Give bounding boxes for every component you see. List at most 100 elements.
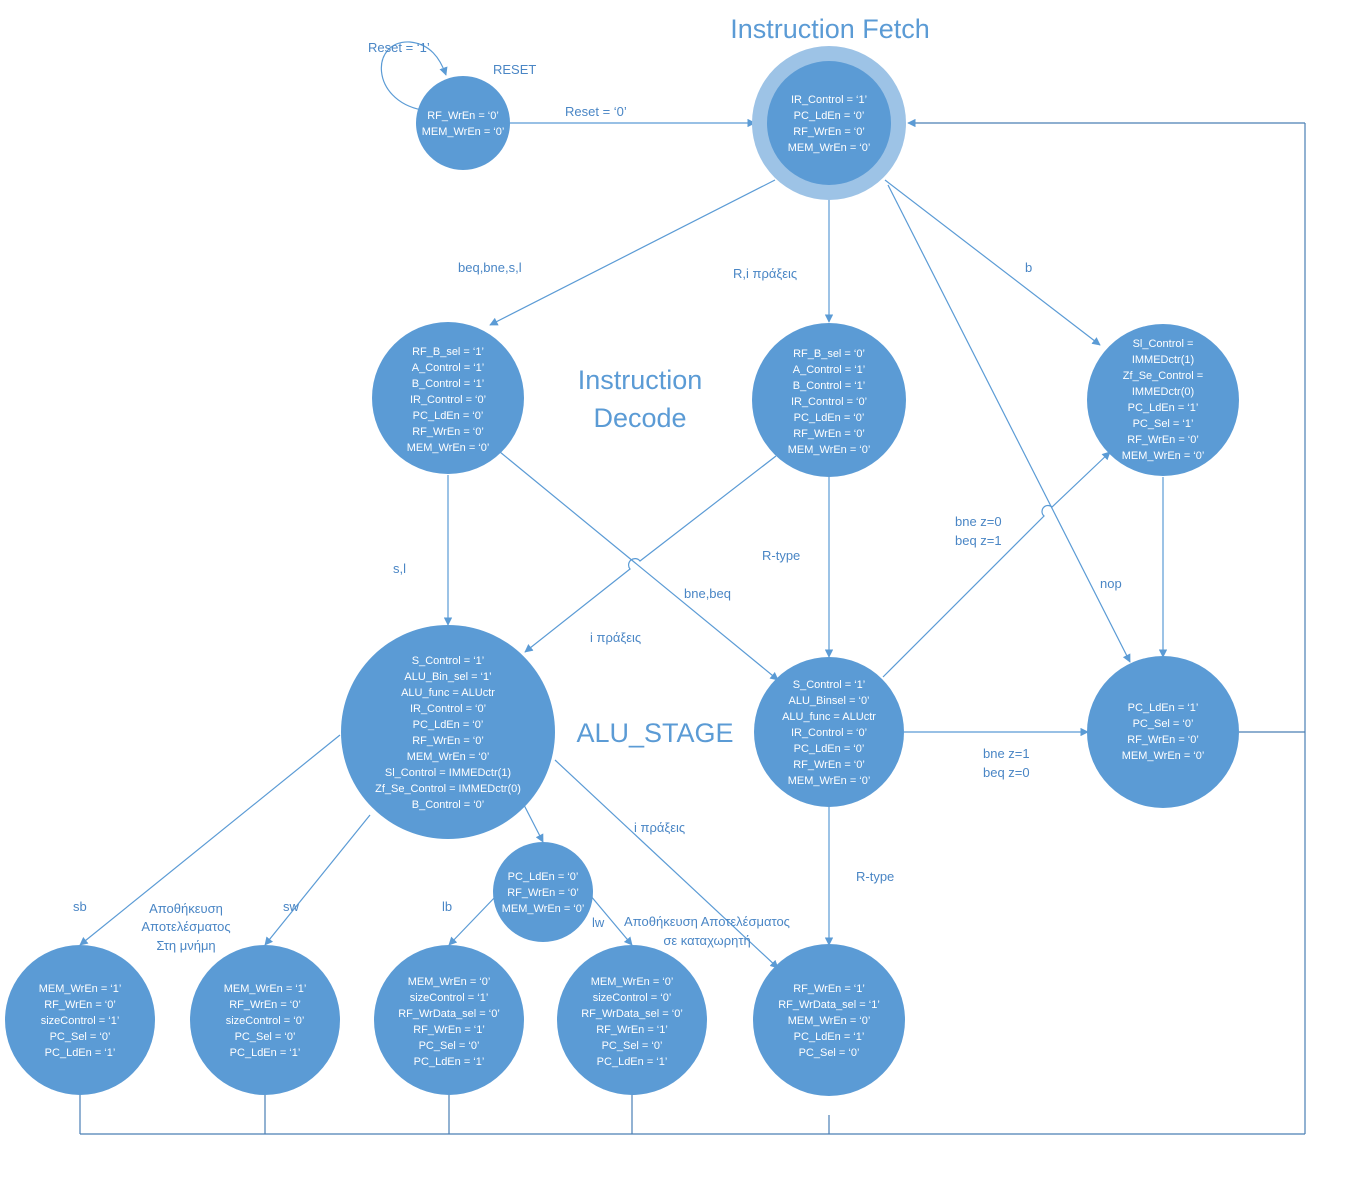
state-line: B_Control = ‘1’ <box>412 378 484 390</box>
alur-to-next-label-2: beq z=0 <box>983 765 1030 780</box>
state-line: PC_LdEn = ‘1’ <box>230 1047 301 1059</box>
state-line: RF_WrEn = ‘1’ <box>413 1024 485 1036</box>
state-line: IR_Control = ‘1’ <box>791 94 867 106</box>
branch-to-alu-label: s,l <box>393 561 406 576</box>
store-mem-label-1: Αποθήκευση <box>149 901 223 916</box>
state-line: Zf_Se_Control = <box>1123 370 1203 382</box>
state-line: PC_Sel = ‘0’ <box>602 1040 663 1052</box>
lb-label: lb <box>442 899 452 914</box>
transitions <box>79 41 1168 969</box>
state-branch-b: Sl_Control = IMMEDctr(1) Zf_Se_Control =… <box>1087 324 1239 476</box>
state-alu-r: S_Control = ‘1’ ALU_Binsel = ‘0’ ALU_fun… <box>754 657 904 807</box>
state-decode-ri: RF_B_sel = ‘0’ A_Control = ‘1’ B_Control… <box>752 323 906 477</box>
state-fetch: IR_Control = ‘1’ PC_LdEn = ‘0’ RF_WrEn =… <box>752 46 906 200</box>
state-load-wait: PC_LdEn = ‘0’ RF_WrEn = ‘0’ MEM_WrEn = ‘… <box>493 842 593 942</box>
state-line: PC_LdEn = ‘0’ <box>413 719 484 731</box>
state-line: MEM_WrEn = ‘0’ <box>407 751 490 763</box>
state-line: MEM_WrEn = ‘0’ <box>407 442 490 454</box>
state-line: RF_B_sel = ‘0’ <box>793 348 865 360</box>
state-alu-mem: S_Control = ‘1’ ALU_Bin_sel = ‘1’ ALU_fu… <box>341 625 555 839</box>
state-line: PC_LdEn = ‘1’ <box>794 1031 865 1043</box>
state-line: RF_WrEn = ‘0’ <box>507 887 579 899</box>
instruction-decode-title-line2: Decode <box>593 403 686 433</box>
instruction-decode-title-line1: Instruction <box>578 365 703 395</box>
store-reg-label-1: Αποθήκευση Αποτελέσματος <box>624 914 790 929</box>
state-line: RF_WrEn = ‘0’ <box>412 735 484 747</box>
state-line: MEM_WrEn = ‘1’ <box>224 983 307 995</box>
state-line: Zf_Se_Control = IMMEDctr(0) <box>375 783 521 795</box>
store-reg-label-2: σε καταχωρητή <box>663 933 750 948</box>
state-line: PC_LdEn = ‘0’ <box>413 410 484 422</box>
reset-state-name: RESET <box>493 62 536 77</box>
state-line: RF_B_sel = ‘1’ <box>412 346 484 358</box>
state-line: RF_WrEn = ‘0’ <box>1127 434 1199 446</box>
state-line: RF_WrEn = ‘0’ <box>44 999 116 1011</box>
branch-to-alur-label: bne,beq <box>684 586 731 601</box>
state-line: S_Control = ‘1’ <box>793 679 865 691</box>
store-mem-label-3: Στη μνήμη <box>156 938 215 953</box>
state-line: RF_WrEn = ‘0’ <box>427 110 499 122</box>
state-line: sizeControl = ‘1’ <box>41 1015 120 1027</box>
state-line: A_Control = ‘1’ <box>793 364 865 376</box>
state-decode-branch: RF_B_sel = ‘1’ A_Control = ‘1’ B_Control… <box>372 322 524 474</box>
state-line: RF_WrEn = ‘0’ <box>1127 734 1199 746</box>
state-line: PC_Sel = ‘0’ <box>799 1047 860 1059</box>
state-line: IR_Control = ‘0’ <box>410 394 486 406</box>
instruction-fetch-title: Instruction Fetch <box>730 14 930 44</box>
state-line: PC_LdEn = ‘1’ <box>1128 702 1199 714</box>
state-load-lw: MEM_WrEn = ‘0’ sizeControl = ‘0’ RF_WrDa… <box>557 945 707 1095</box>
state-line: RF_WrEn = ‘0’ <box>793 126 865 138</box>
fetch-to-ri-label: R,i πράξεις <box>733 266 797 281</box>
state-line: PC_LdEn = ‘1’ <box>414 1056 485 1068</box>
state-line: RF_WrEn = ‘0’ <box>229 999 301 1011</box>
state-line: MEM_WrEn = ‘0’ <box>788 775 871 787</box>
state-line: ALU_Bin_sel = ‘1’ <box>404 671 491 683</box>
state-line: MEM_WrEn = ‘1’ <box>39 983 122 995</box>
state-line: RF_WrEn = ‘0’ <box>793 428 865 440</box>
sb-label: sb <box>73 899 87 914</box>
state-line: ALU_func = ALUctr <box>782 711 876 723</box>
state-line: sizeControl = ‘1’ <box>410 992 489 1004</box>
state-line: PC_Sel = ‘0’ <box>1133 718 1194 730</box>
state-line: MEM_WrEn = ‘0’ <box>422 126 505 138</box>
state-line: PC_LdEn = ‘0’ <box>794 110 865 122</box>
state-line: PC_Sel = ‘0’ <box>419 1040 480 1052</box>
state-line: RF_WrData_sel = ‘1’ <box>778 999 880 1011</box>
state-line: RF_WrData_sel = ‘0’ <box>581 1008 683 1020</box>
fetch-to-next-label: nop <box>1100 576 1122 591</box>
state-line: PC_Sel = ‘0’ <box>50 1031 111 1043</box>
reset-to-fetch-label: Reset = ‘0’ <box>565 104 627 119</box>
state-load-lb: MEM_WrEn = ‘0’ sizeControl = ‘1’ RF_WrDa… <box>374 945 524 1095</box>
state-line: MEM_WrEn = ‘0’ <box>788 142 871 154</box>
state-line: sizeControl = ‘0’ <box>593 992 672 1004</box>
state-line: MEM_WrEn = ‘0’ <box>1122 750 1205 762</box>
sw-label: sw <box>283 899 300 914</box>
state-line: Sl_Control = <box>1133 338 1194 350</box>
state-line: RF_WrEn = ‘1’ <box>793 983 865 995</box>
state-line: ALU_func = ALUctr <box>401 687 495 699</box>
alu-stage-title: ALU_STAGE <box>576 718 733 748</box>
state-line: PC_LdEn = ‘0’ <box>794 412 865 424</box>
state-line: IMMEDctr(0) <box>1132 386 1194 398</box>
state-store-sb: MEM_WrEn = ‘1’ RF_WrEn = ‘0’ sizeControl… <box>5 945 155 1095</box>
alur-to-next-label-1: bne z=1 <box>983 746 1030 761</box>
ri-to-alumem-label: i πράξεις <box>590 630 641 645</box>
state-line: IR_Control = ‘0’ <box>791 727 867 739</box>
state-writeback: RF_WrEn = ‘1’ RF_WrData_sel = ‘1’ MEM_Wr… <box>753 944 905 1096</box>
return-bus <box>79 118 1306 1135</box>
state-line: MEM_WrEn = ‘0’ <box>788 1015 871 1027</box>
state-line: IR_Control = ‘0’ <box>791 396 867 408</box>
state-line: IMMEDctr(1) <box>1132 354 1194 366</box>
alur-to-wb-label: R-type <box>856 869 894 884</box>
store-mem-label-2: Αποτελέσματος <box>141 919 230 934</box>
state-next-pc: PC_LdEn = ‘1’ PC_Sel = ‘0’ RF_WrEn = ‘0’… <box>1087 656 1239 808</box>
state-line: RF_WrEn = ‘0’ <box>412 426 484 438</box>
state-line: PC_LdEn = ‘1’ <box>45 1047 116 1059</box>
ri-to-alur-label: R-type <box>762 548 800 563</box>
state-line: PC_LdEn = ‘0’ <box>794 743 865 755</box>
state-line: RF_WrData_sel = ‘0’ <box>398 1008 500 1020</box>
state-store-sw: MEM_WrEn = ‘1’ RF_WrEn = ‘0’ sizeControl… <box>190 945 340 1095</box>
state-line: MEM_WrEn = ‘0’ <box>408 976 491 988</box>
state-line: MEM_WrEn = ‘0’ <box>1122 450 1205 462</box>
alur-to-b-label-1: bne z=0 <box>955 514 1002 529</box>
